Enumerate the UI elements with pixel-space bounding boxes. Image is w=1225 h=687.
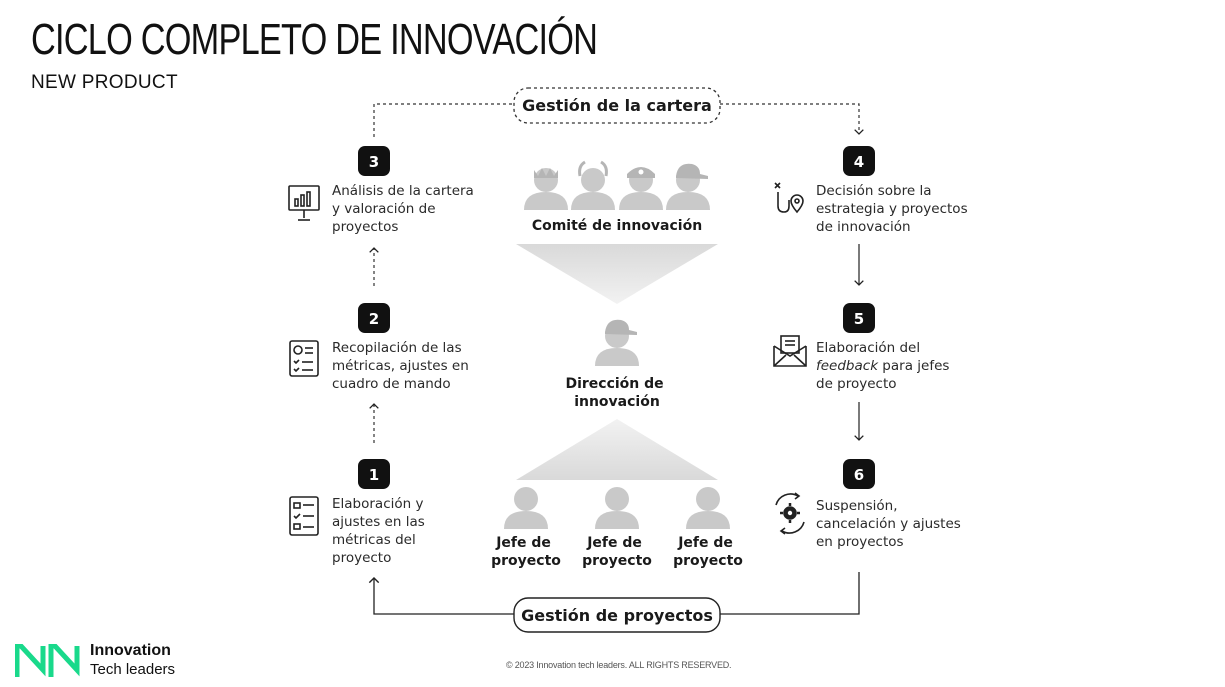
step-badge-2: 2	[358, 303, 390, 333]
page-subtitle: NEW PRODUCT	[31, 72, 178, 93]
svg-text:3: 3	[369, 153, 379, 171]
direction-label: Dirección de innovación	[565, 376, 668, 410]
checklist-icon	[289, 496, 319, 536]
brand-logo-icon	[15, 644, 80, 677]
page-title: CICLO COMPLETO DE INNOVACIÓN	[31, 15, 598, 64]
committee-label: Comité de innovación	[532, 218, 702, 234]
manager-person-2	[595, 487, 639, 529]
baseball-cap-icon	[676, 163, 708, 179]
laurel-icon	[578, 160, 608, 177]
step-5-description: Elaboración del feedback para jefes de p…	[816, 340, 954, 392]
manager-person-3	[686, 487, 730, 529]
svg-text:6: 6	[854, 466, 864, 484]
svg-text:4: 4	[854, 153, 864, 171]
step-3-description: Análisis de la cartera y valoración de p…	[332, 183, 478, 235]
svg-text:2: 2	[369, 310, 379, 328]
step-6-description: Suspensión, cancelación y ajustes en pro…	[816, 498, 965, 550]
step-badge-5: 5	[843, 303, 875, 333]
brand-name: Innovation	[90, 642, 171, 659]
step-badge-3: 3	[358, 146, 390, 176]
top-pill-label: Gestión de la cartera	[522, 96, 712, 115]
direction-person	[595, 319, 639, 366]
route-pin-icon	[774, 182, 804, 214]
svg-text:5: 5	[854, 310, 864, 328]
direction-funnel	[516, 419, 718, 480]
bottom-connector-right	[720, 572, 860, 615]
manager-label-1: Jefe de proyecto	[491, 535, 561, 569]
committee-people	[524, 160, 710, 210]
top-pill	[513, 87, 721, 124]
committee-funnel	[516, 244, 718, 304]
step-badge-4: 4	[843, 146, 875, 176]
step-badge-6: 6	[843, 459, 875, 489]
copyright-notice: © 2023 Innovation tech leaders. ALL RIGH…	[506, 660, 732, 670]
report-icon	[289, 340, 319, 377]
top-connector-left	[373, 103, 514, 137]
envelope-icon	[773, 335, 807, 367]
gear-cycle-icon	[775, 492, 805, 535]
chart-board-icon	[288, 185, 320, 221]
manager-label-2: Jefe de proyecto	[582, 535, 652, 569]
bottom-pill	[513, 597, 721, 633]
step-4-description: Decisión sobre la estrategia y proyectos…	[816, 183, 972, 235]
manager-person-1	[504, 487, 548, 529]
step-2-description: Recopilación de las métricas, ajustes en…	[332, 340, 473, 392]
svg-text:1: 1	[369, 466, 379, 484]
step-1-description: Elaboración y ajustes en las métricas de…	[332, 496, 429, 566]
bottom-connector-left	[368, 577, 514, 615]
bottom-pill-label: Gestión de proyectos	[521, 606, 713, 625]
manager-label-3: Jefe de proyecto	[673, 535, 743, 569]
crown-icon	[534, 168, 558, 178]
step-badge-1: 1	[358, 459, 390, 489]
top-connector-right	[720, 103, 864, 135]
brand-tagline: Tech leaders	[90, 661, 176, 678]
